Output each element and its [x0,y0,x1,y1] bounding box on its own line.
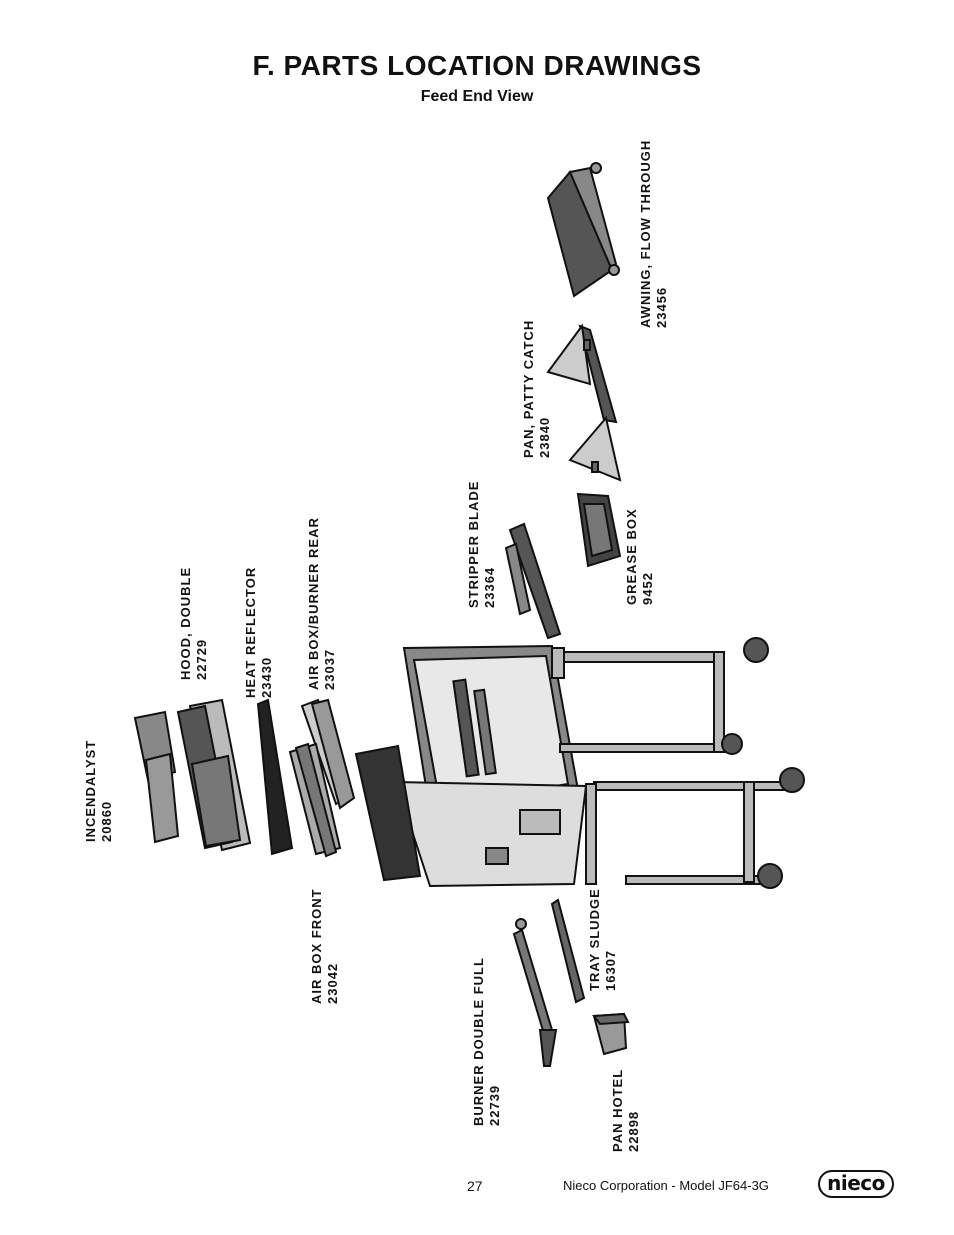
nieco-logo: nieco [818,1170,894,1198]
label-grease-box: GREASE BOX 9452 [624,508,656,605]
incendalyst-drawing [133,710,180,844]
stand-frame-drawing [551,637,805,889]
stripper-blade-drawing [504,522,562,640]
label-heat-reflector: HEAT REFLECTOR 23430 [243,567,275,698]
label-pan-patty-catch: PAN, PATTY CATCH 23840 [521,320,553,458]
part-name: INCENDALYST [83,739,98,842]
part-number: 16307 [603,949,618,991]
air-box-rear-drawing [300,698,356,810]
main-unit-drawing [354,644,588,888]
footer-company-model: Nieco Corporation - Model JF64-3G [563,1178,769,1193]
page-number: 27 [467,1178,483,1194]
part-name: HOOD, DOUBLE [178,566,193,680]
part-number: 23042 [325,962,340,1004]
part-name: AIR BOX FRONT [309,888,324,1004]
hood-double-drawing [176,698,252,852]
part-name: PAN HOTEL [610,1068,625,1152]
burner-double-full-drawing [512,918,558,1067]
label-air-box-front: AIR BOX FRONT 23042 [309,888,341,1004]
part-number: 20860 [99,800,114,842]
label-burner-double-full: BURNER DOUBLE FULL 22739 [471,957,503,1126]
part-number: 9452 [640,572,655,605]
part-number: 22729 [194,638,209,680]
awning-drawing [546,162,620,298]
part-number: 23456 [654,286,669,328]
label-hood-double: HOOD, DOUBLE 22729 [178,567,210,680]
pan-hotel-drawing [592,1012,630,1056]
tray-sludge-drawing [550,898,586,1004]
part-name: HEAT REFLECTOR [243,566,258,698]
label-pan-hotel: PAN HOTEL 22898 [610,1069,642,1152]
patty-catch-pan-drawing [546,323,622,482]
label-incendalyst: INCENDALYST 20860 [83,740,115,842]
part-name: PAN, PATTY CATCH [521,319,536,458]
part-number: 23840 [537,416,552,458]
part-name: GREASE BOX [624,508,639,605]
label-awning-flow-through: AWNING, FLOW THROUGH 23456 [638,140,670,328]
part-name: AIR BOX/BURNER REAR [306,517,321,690]
part-name: TRAY SLUDGE [587,888,602,991]
label-stripper-blade: STRIPPER BLADE 23364 [466,481,498,608]
part-name: STRIPPER BLADE [466,480,481,608]
part-number: 22739 [487,1084,502,1126]
part-number: 23037 [322,648,337,690]
page-title: F. PARTS LOCATION DRAWINGS [252,50,702,81]
air-box-front-drawing [288,742,342,858]
part-name: BURNER DOUBLE FULL [471,957,486,1126]
heat-reflector-drawing [256,698,294,856]
part-number: 23364 [482,566,497,608]
page-subtitle: Feed End View [420,88,534,105]
part-number: 23430 [259,656,274,698]
label-air-box-burner-rear: AIR BOX/BURNER REAR 23037 [306,517,338,690]
part-name: AWNING, FLOW THROUGH [638,139,653,328]
label-tray-sludge: TRAY SLUDGE 16307 [587,888,619,991]
grease-box-drawing [576,492,622,568]
part-number: 22898 [626,1110,641,1152]
